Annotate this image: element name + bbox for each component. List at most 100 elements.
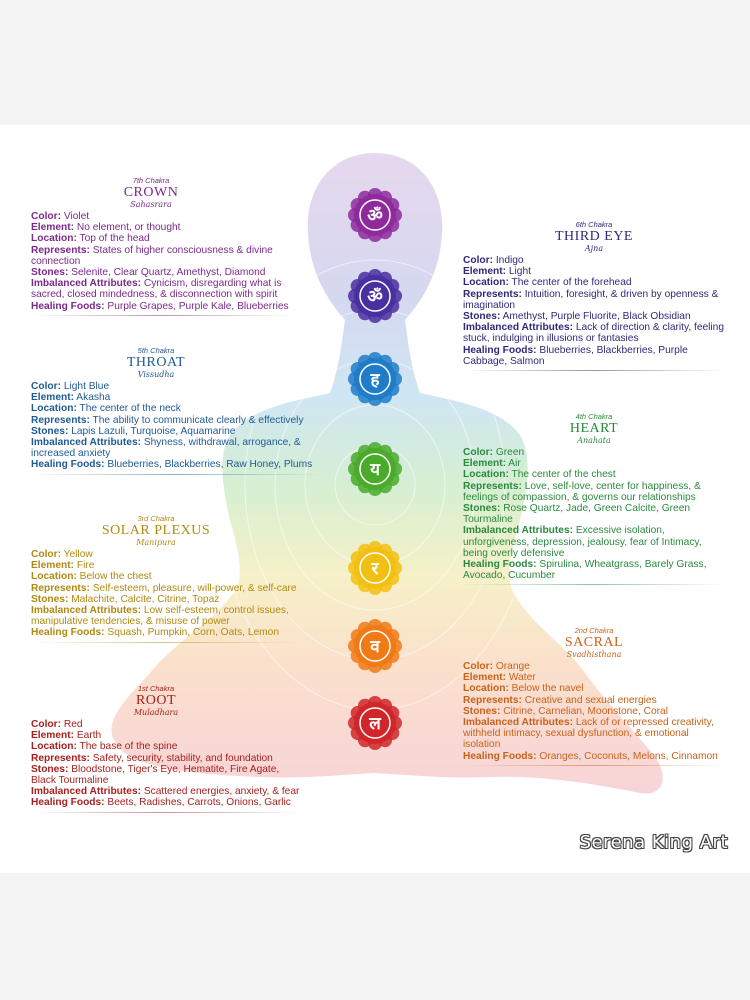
attribute-value: Violet <box>61 211 90 222</box>
chakra-name: ROOT <box>135 693 177 708</box>
chakra-number: 6th Chakra <box>575 220 613 229</box>
attribute-label: Location: <box>31 741 77 753</box>
svg-text:ह: ह <box>369 370 380 390</box>
chakra-attribute-row: Represents: Creative and sexual energies <box>463 695 725 706</box>
attribute-label: Element: <box>463 458 507 470</box>
attribute-label: Location: <box>463 469 509 481</box>
chakra-attribute-row: Imbalanced Attributes: Excessive isolati… <box>463 525 725 559</box>
attribute-value: Light <box>506 266 531 278</box>
attribute-value: Creative and sexual energies <box>521 694 657 706</box>
attribute-label: Stones: <box>463 503 501 515</box>
attribute-value: Fire <box>74 560 95 572</box>
chakra-attribute-row: Stones: Bloodstone, Tiger's Eye, Hematit… <box>31 764 301 786</box>
chakra-attribute-row: Location: Below the chest <box>31 571 301 582</box>
attribute-label: Color: <box>463 661 493 672</box>
attribute-value: Citrine, Carnelian, Moonstone, Coral <box>500 705 668 717</box>
chakra-attribute-row: Color: Red <box>31 719 301 730</box>
attribute-label: Imbalanced Attributes: <box>31 437 142 449</box>
attribute-label: Location: <box>463 683 509 695</box>
attribute-label: Location: <box>463 277 509 289</box>
attribute-value: Lack of direction & clarity, feeling stu… <box>463 322 725 345</box>
chakra-attribute-row: Healing Foods: Spirulina, Wheatgrass, Ba… <box>463 559 725 581</box>
chakra-attribute-row: Element: Light <box>463 266 725 277</box>
attribute-value: The center of the forehead <box>508 277 632 289</box>
chakra-attribute-row: Imbalanced Attributes: Cynicism, disrega… <box>31 278 293 300</box>
attribute-label: Represents: <box>463 480 522 492</box>
attribute-value: Excessive isolation, unforgiveness, depr… <box>463 525 702 559</box>
chakra-attribute-row: Healing Foods: Beets, Radishes, Carrots,… <box>31 797 301 808</box>
chakra-sanskrit-name: Ajna <box>584 244 604 253</box>
attribute-value: Intuition, foresight, & driven by openne… <box>463 288 719 311</box>
chakra-name: THIRD EYE <box>555 229 633 244</box>
chakra-attribute-row: Element: Water <box>463 672 725 683</box>
attribute-value: Green <box>493 447 525 458</box>
chakra-attribute-row: Element: Akasha <box>31 392 321 403</box>
attribute-label: Imbalanced Attributes: <box>463 525 574 537</box>
chakra-number: 1st Chakra <box>137 684 175 693</box>
attribute-value: Spirulina, Wheatgrass, Barely Grass, Avo… <box>463 559 707 582</box>
chakra-attribute-row: Represents: Safety, security, stability,… <box>31 753 301 764</box>
chakra-attribute-row: Location: The center of the forehead <box>463 277 725 288</box>
attribute-value: Bloodstone, Tiger's Eye, Hematite, Fire … <box>31 763 280 787</box>
chakra-attribute-row: Represents: States of higher consciousne… <box>31 245 293 267</box>
attribute-value: Top of the head <box>76 233 150 245</box>
attribute-value: Cynicism, disregarding what is sacred, c… <box>31 278 282 301</box>
chakra-attribute-row: Imbalanced Attributes: Shyness, withdraw… <box>31 437 321 459</box>
chakra-attribute-row: Represents: Love, self-love, center for … <box>463 481 725 503</box>
attribute-label: Color: <box>31 211 61 222</box>
attribute-value: Safety, security, stability, and foundat… <box>89 752 273 764</box>
chakra-attribute-row: Stones: Malachite, Calcite, Citrine, Top… <box>31 594 301 605</box>
chakra-number: 7th Chakra <box>132 176 170 185</box>
throat-chakra-symbol-icon: ह <box>348 352 402 406</box>
attribute-value: Blueberries, Blackberries, Raw Honey, Pl… <box>104 459 313 471</box>
chakra-attribute-row: Imbalanced Attributes: Lack of direction… <box>463 322 725 344</box>
attribute-label: Element: <box>31 222 75 234</box>
attribute-label: Color: <box>463 447 493 458</box>
chakra-name: CROWN <box>123 185 179 200</box>
chakra-number: 4th Chakra <box>575 412 613 421</box>
attribute-value: Love, self-love, center for happiness, &… <box>463 480 701 503</box>
chakra-attribute-row: Healing Foods: Squash, Pumpkin, Corn, Oa… <box>31 627 301 638</box>
chakra-attribute-row: Element: Air <box>463 458 725 469</box>
chakra-number: 2nd Chakra <box>574 626 614 635</box>
attribute-label: Represents: <box>463 694 522 706</box>
chakra-attribute-row: Color: Yellow <box>31 549 301 560</box>
sacral-chakra-symbol-icon: व <box>348 619 402 673</box>
attribute-label: Stones: <box>463 311 501 323</box>
chakra-attribute-row: Color: Light Blue <box>31 381 321 392</box>
attribute-label: Location: <box>31 233 77 245</box>
chakra-attribute-row: Color: Orange <box>463 661 725 672</box>
svg-text:य: य <box>369 460 381 480</box>
attribute-label: Represents: <box>463 288 522 300</box>
chakra-attribute-row: Location: The base of the spine <box>31 741 301 752</box>
section-divider <box>463 764 725 766</box>
attribute-value: Indigo <box>493 255 524 266</box>
attribute-label: Healing Foods: <box>31 627 105 639</box>
attribute-label: Stones: <box>31 267 69 279</box>
attribute-label: Stones: <box>31 425 69 437</box>
attribute-label: Stones: <box>31 763 69 775</box>
attribute-label: Color: <box>463 255 493 266</box>
svg-text:ॐ: ॐ <box>367 206 383 226</box>
heart-chakra-symbol-icon: य <box>348 442 402 496</box>
section-divider <box>31 473 321 475</box>
svg-text:ल: ल <box>368 714 382 734</box>
attribute-label: Location: <box>31 571 77 583</box>
chakra-attribute-row: Color: Violet <box>31 211 293 222</box>
attribute-value: Rose Quartz, Jade, Green Calcite, Green … <box>463 503 691 526</box>
attribute-label: Imbalanced Attributes: <box>463 717 574 729</box>
chakra-sanskrit-name: Vissudha <box>137 370 175 379</box>
attribute-value: Below the chest <box>76 571 152 583</box>
attribute-value: Shyness, withdrawal, arrogance, & increa… <box>31 437 301 460</box>
attribute-value: Amethyst, Purple Fluorite, Black Obsidia… <box>500 311 691 323</box>
attribute-value: Squash, Pumpkin, Corn, Oats, Lemon <box>104 627 279 639</box>
attribute-label: Represents: <box>31 582 90 594</box>
attribute-label: Stones: <box>463 705 501 717</box>
